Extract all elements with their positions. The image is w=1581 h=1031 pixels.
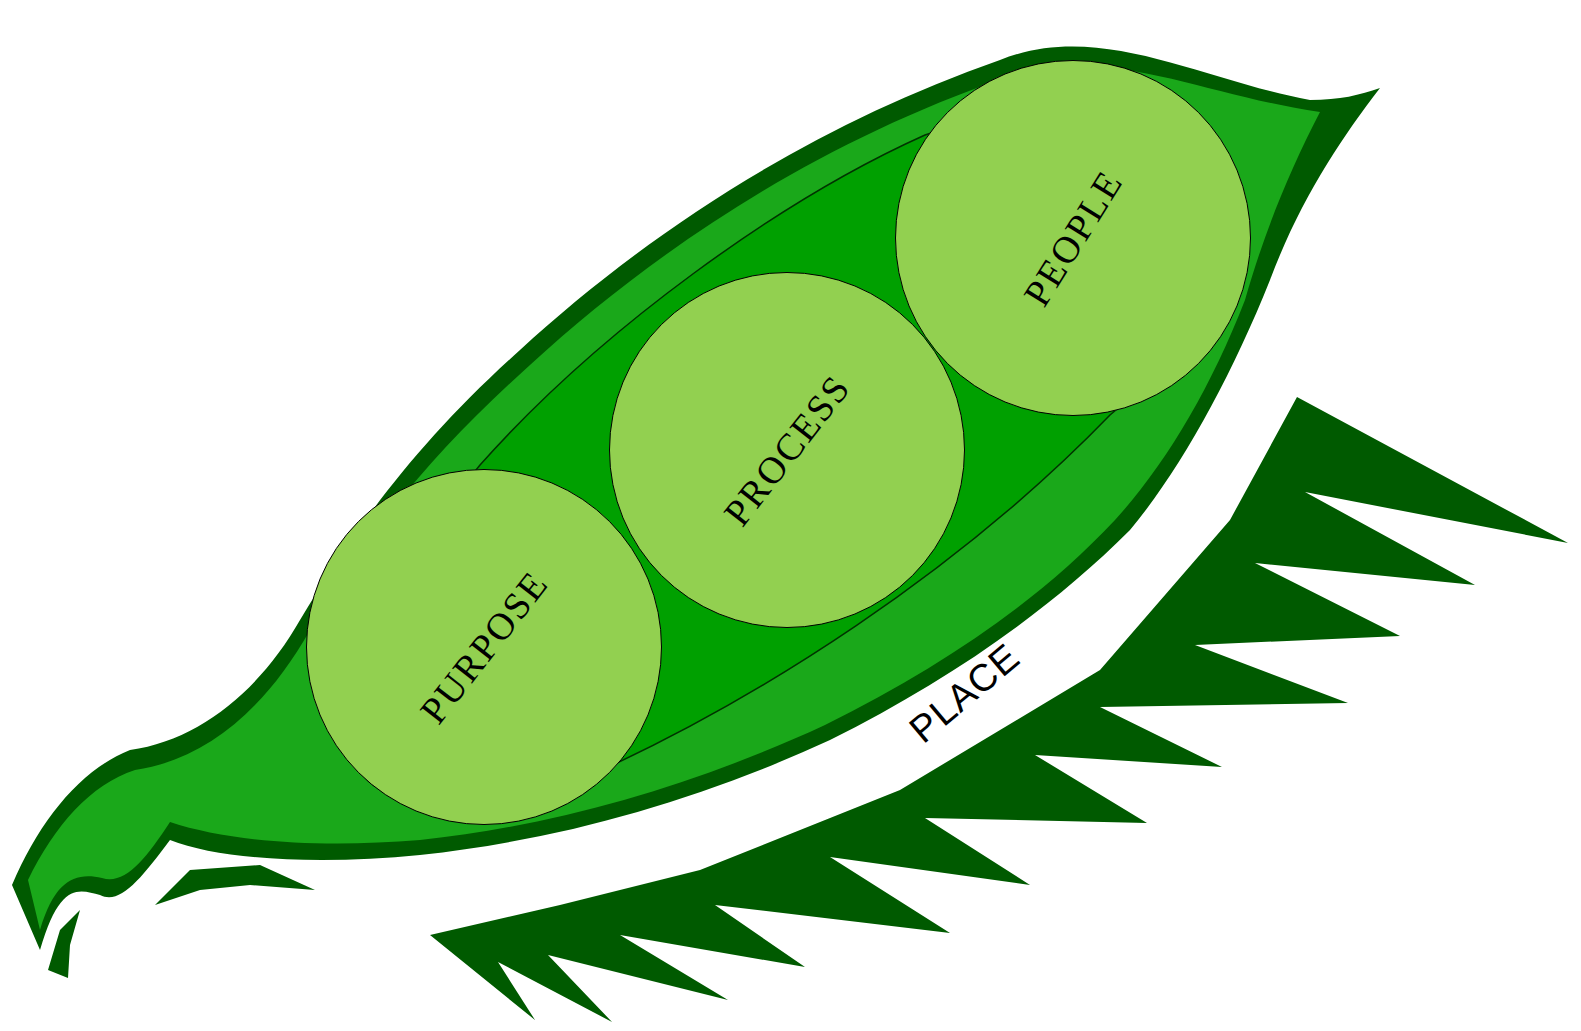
- place-label: PLACE: [902, 635, 1029, 751]
- pea-label: PURPOSE: [411, 562, 557, 732]
- stem: [48, 910, 80, 978]
- stem: [155, 865, 315, 905]
- pea-label: PEOPLE: [1014, 162, 1132, 314]
- pea-circle: PURPOSE: [306, 469, 662, 825]
- pea-circle: PROCESS: [609, 272, 965, 628]
- pod-outline: [12, 47, 1380, 950]
- pea-circle: PEOPLE: [895, 60, 1251, 416]
- pea-label: PROCESS: [715, 366, 860, 534]
